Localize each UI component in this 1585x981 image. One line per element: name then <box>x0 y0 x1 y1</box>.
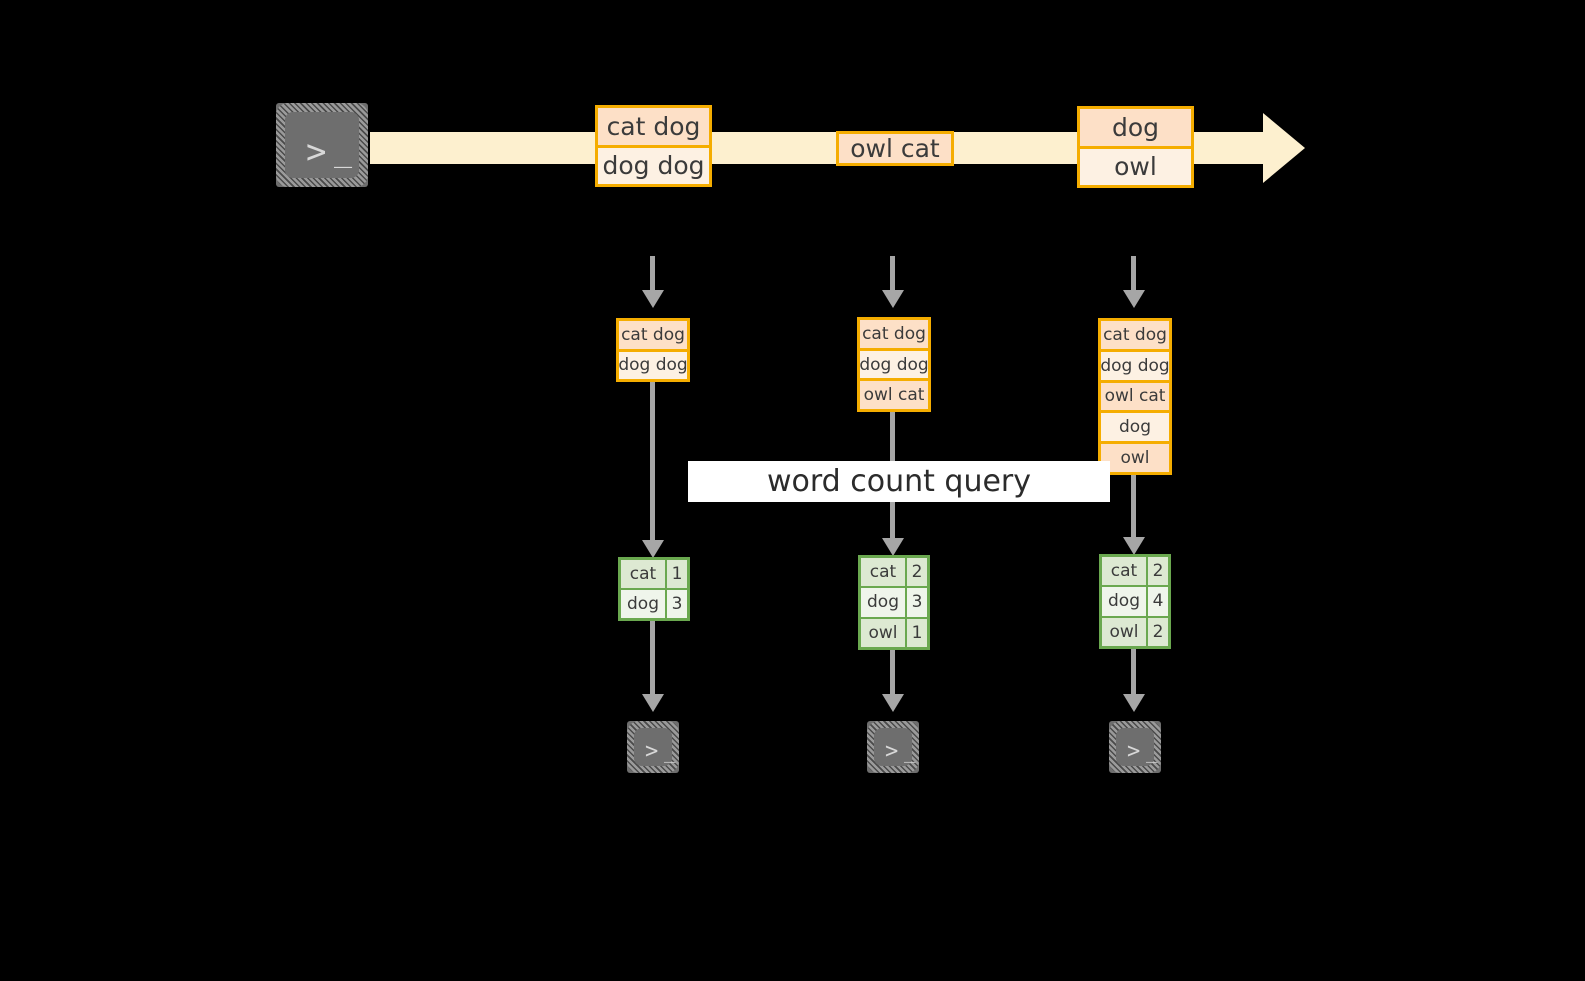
table-row: cat 2 <box>861 558 927 587</box>
source-terminal-icon: > _ <box>267 94 377 196</box>
state-row: dog <box>1101 410 1169 442</box>
state-row: owl cat <box>1101 379 1169 411</box>
terminal-cursor-icon: _ <box>664 741 676 763</box>
state-row: owl <box>1101 441 1169 472</box>
result-word-cell: owl <box>861 618 905 647</box>
pipeline-1-sink-arrowhead-icon <box>642 694 664 712</box>
result-count-cell: 3 <box>665 590 687 618</box>
terminal-prompt-icon: > <box>306 132 327 172</box>
table-row: dog 4 <box>1102 585 1168 616</box>
pipeline-2-result-table[interactable]: cat 2 dog 3 owl 1 <box>858 555 930 650</box>
pipeline-2-feed-line <box>890 256 895 292</box>
pipeline-2-query-arrowhead-icon <box>882 538 904 556</box>
pipeline-3-sink-terminal-icon: > _ <box>1100 712 1170 782</box>
result-count-cell: 2 <box>1146 557 1168 586</box>
pipeline-2-sink-terminal-icon: > _ <box>858 712 928 782</box>
stream-message-1[interactable]: cat dog dog dog <box>595 105 712 187</box>
terminal-prompt-icon: > <box>885 739 899 764</box>
result-word-cell: dog <box>1102 587 1146 616</box>
query-label-banner: word count query <box>688 461 1110 502</box>
pipeline-1-result-table[interactable]: cat 1 dog 3 <box>618 557 690 621</box>
pipeline-3-sink-arrowhead-icon <box>1123 694 1145 712</box>
pipeline-3-state-box[interactable]: cat dog dog dog owl cat dog owl <box>1098 318 1172 475</box>
pipeline-2-sink-line <box>890 650 895 699</box>
terminal-cursor-icon: _ <box>334 134 353 169</box>
table-row: owl 1 <box>861 616 927 647</box>
result-word-cell: owl <box>1102 617 1146 646</box>
stream-arrowhead-icon <box>1263 113 1305 183</box>
pipeline-3-feed-arrowhead-icon <box>1123 290 1145 308</box>
result-word-cell: dog <box>621 590 665 618</box>
terminal-prompt-icon: > <box>1127 739 1141 764</box>
stream-message-3[interactable]: dog owl <box>1077 106 1194 188</box>
message-line: cat dog <box>598 108 709 145</box>
pipeline-2-sink-arrowhead-icon <box>882 694 904 712</box>
result-count-cell: 2 <box>1146 617 1168 646</box>
pipeline-1-feed-line <box>650 256 655 292</box>
table-row: dog 3 <box>861 586 927 617</box>
terminal-screen <box>634 728 672 766</box>
message-line: dog <box>1080 109 1191 146</box>
pipeline-2-state-box[interactable]: cat dog dog dog owl cat <box>857 317 931 412</box>
table-row: dog 3 <box>621 588 687 618</box>
pipeline-3-query-line <box>1131 475 1136 546</box>
terminal-prompt-icon: > <box>645 739 659 764</box>
pipeline-3-feed-line <box>1131 256 1136 292</box>
pipeline-1-sink-terminal-icon: > _ <box>618 712 688 782</box>
table-row: cat 1 <box>621 560 687 588</box>
state-row: cat dog <box>1101 321 1169 349</box>
result-count-cell: 1 <box>905 618 927 647</box>
pipeline-3-query-arrowhead-icon <box>1123 537 1145 555</box>
state-row: owl cat <box>860 378 928 410</box>
result-word-cell: cat <box>1102 557 1146 586</box>
result-count-cell: 1 <box>665 560 687 588</box>
pipeline-3-result-table[interactable]: cat 2 dog 4 owl 2 <box>1099 554 1171 649</box>
pipeline-1-state-box[interactable]: cat dog dog dog <box>616 318 690 382</box>
state-row: dog dog <box>618 348 688 379</box>
state-row: dog dog <box>1100 348 1170 380</box>
state-row: dog dog <box>859 347 929 379</box>
state-row: cat dog <box>860 320 928 348</box>
query-label-text: word count query <box>766 464 1032 499</box>
pipeline-1-sink-line <box>650 621 655 699</box>
pipeline-1-query-arrowhead-icon <box>642 540 664 558</box>
result-word-cell: dog <box>861 588 905 617</box>
pipeline-1-feed-arrowhead-icon <box>642 290 664 308</box>
terminal-cursor-icon: _ <box>1146 741 1158 763</box>
result-count-cell: 3 <box>905 588 927 617</box>
message-line: owl <box>1080 145 1191 185</box>
pipeline-1-query-line <box>650 382 655 548</box>
table-row: cat 2 <box>1102 557 1168 586</box>
result-count-cell: 4 <box>1146 587 1168 616</box>
terminal-screen <box>1116 728 1154 766</box>
terminal-screen <box>285 112 359 178</box>
pipeline-2-feed-arrowhead-icon <box>882 290 904 308</box>
pipeline-3-sink-line <box>1131 649 1136 699</box>
message-line: owl cat <box>839 134 951 163</box>
result-word-cell: cat <box>861 558 905 587</box>
table-row: owl 2 <box>1102 615 1168 646</box>
terminal-screen <box>874 728 912 766</box>
result-count-cell: 2 <box>905 558 927 587</box>
state-row: cat dog <box>619 321 687 349</box>
terminal-cursor-icon: _ <box>904 741 916 763</box>
stream-message-2[interactable]: owl cat <box>836 131 954 166</box>
result-word-cell: cat <box>621 560 665 588</box>
message-line: dog dog <box>598 144 709 184</box>
